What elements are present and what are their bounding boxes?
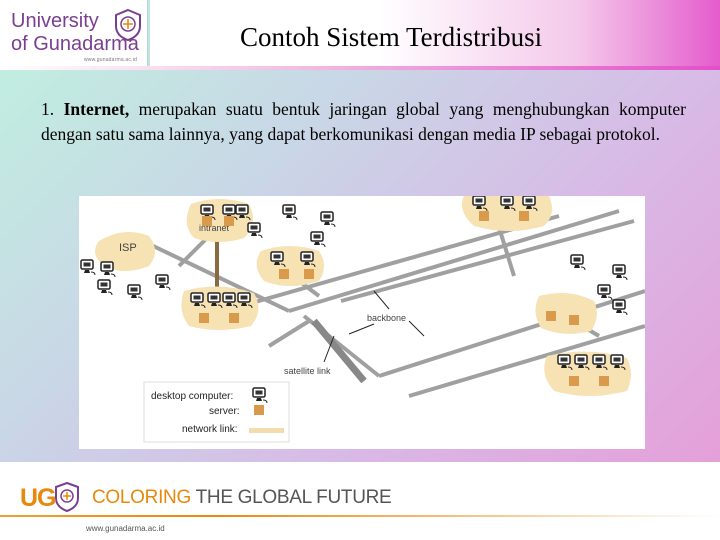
footer-seal-icon (55, 481, 79, 513)
backbone-annotation: backbone (348, 290, 425, 337)
bottom-right-cluster (544, 351, 631, 396)
intranet-label: intranet (199, 223, 230, 233)
slogan-rest: THE GLOBAL FUTURE (190, 487, 392, 508)
logo-url: www.gunadarma.ac.id (84, 57, 137, 63)
right-cluster (535, 292, 597, 334)
intranet-top-cluster: intranet (186, 199, 253, 242)
upper-mid-desktops (247, 204, 336, 248)
logo-text-line1: University (11, 10, 99, 32)
legend-server-icon (254, 405, 264, 415)
footer-divider (0, 515, 720, 517)
footer-slogan: COLORING THE GLOBAL FUTURE (92, 487, 392, 509)
footer-brand: UG (20, 484, 56, 512)
university-seal-icon (115, 8, 141, 42)
satellite-annotation: satellite link (284, 335, 335, 376)
intranet-bottom-cluster (181, 286, 259, 330)
legend-link-swatch (249, 428, 284, 433)
title-bar (150, 0, 720, 66)
backbone-label: backbone (367, 313, 406, 323)
logo-text-line2: of Gunadarma (11, 33, 139, 55)
satellite-label: satellite link (284, 366, 331, 376)
footer (0, 462, 720, 540)
mid-cluster (256, 246, 324, 286)
legend-desktop-label: desktop computer: (151, 391, 233, 402)
slogan-colored: COLORING (92, 487, 191, 508)
network-diagram-svg: intranet ISP (80, 195, 646, 443)
item-number: 1. (41, 99, 55, 119)
diagram-legend: desktop computer: server: network link: (143, 381, 290, 443)
legend-server-label: server: (209, 406, 240, 417)
top-right-cluster (461, 195, 553, 231)
footer-url: www.gunadarma.ac.id (86, 524, 165, 533)
body-paragraph: 1. Internet, merupakan suatu bentuk jari… (41, 97, 686, 147)
item-description: merupakan suatu bentuk jaringan global y… (41, 99, 687, 144)
header-divider (0, 66, 720, 70)
legend-link-label: network link: (182, 424, 238, 435)
item-term: Internet, (63, 99, 130, 119)
university-logo: University of Gunadarma www.gunadarma.ac… (0, 0, 147, 66)
page-title: Contoh Sistem Terdistribusi (240, 22, 543, 52)
network-diagram: intranet ISP (79, 195, 646, 449)
isp-label: ISP (119, 242, 137, 254)
